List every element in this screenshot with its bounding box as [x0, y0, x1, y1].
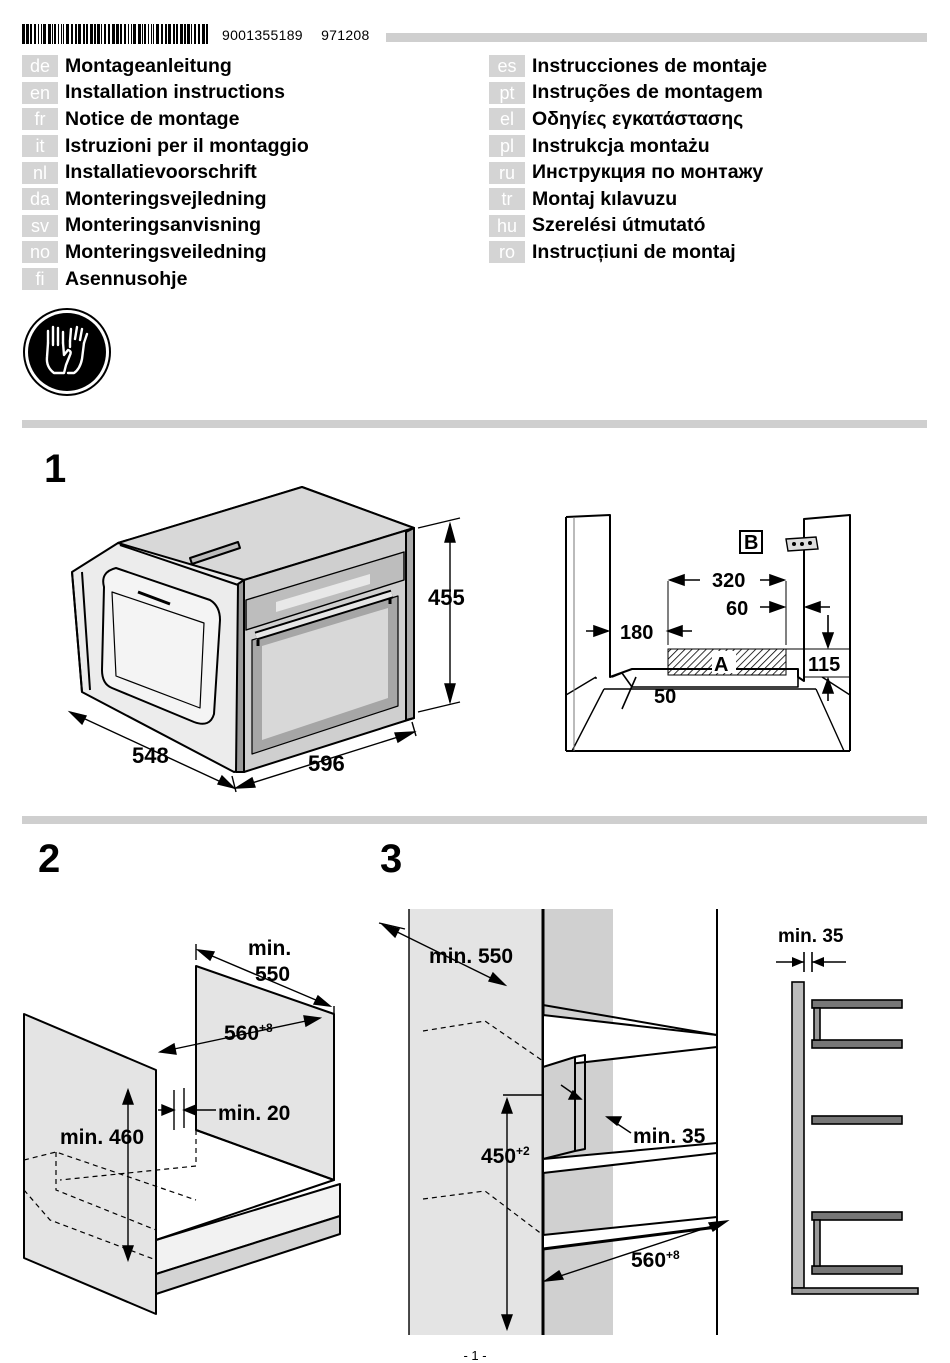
dim-50-label: 50	[654, 686, 676, 708]
language-row: sv Monteringsanvisning	[22, 213, 309, 240]
header-bar	[386, 33, 927, 42]
oven-dimensions-diagram: 455 548 596	[67, 486, 465, 793]
language-code: ro	[489, 241, 525, 264]
language-list-left: de Montageanleitung en Installation instru…	[22, 53, 309, 292]
step-number: 1	[44, 447, 67, 491]
language-row: el Οδηγίες εγκατάστασης	[489, 106, 767, 133]
language-title: Montaj kılavuzu	[532, 187, 678, 210]
language-title: Installation instructions	[65, 81, 285, 104]
language-row: pl Instrukcja montażu	[489, 133, 767, 160]
language-code: en	[22, 81, 58, 104]
dim-60-label: 60	[726, 598, 748, 620]
language-row: de Montageanleitung	[22, 53, 309, 80]
language-title: Instrucciones de montaje	[532, 54, 768, 77]
min-550-line2: 550	[255, 963, 290, 986]
width-560-label: 560+8	[631, 1248, 680, 1272]
base-cabinet-diagram: min. 550 560+8 min. 20 min. 460	[23, 937, 341, 1315]
language-row: es Instrucciones de montaje	[489, 53, 767, 80]
language-title: Asennusohje	[65, 267, 188, 290]
language-row: ru Инструкция по монтажу	[489, 159, 767, 186]
language-row: tr Montaj kılavuzu	[489, 186, 767, 213]
height-450-label: 450+2	[481, 1144, 530, 1168]
date-code: 971208	[321, 27, 370, 43]
language-code: ru	[489, 161, 525, 184]
language-code: it	[22, 135, 58, 158]
language-title: Monteringsveiledning	[65, 240, 267, 263]
section-divider	[22, 816, 927, 824]
min-35-side-label: min. 35	[778, 926, 844, 947]
language-title: Инструкция по монтажу	[532, 161, 764, 184]
language-code: nl	[22, 161, 58, 184]
language-code: de	[22, 55, 58, 78]
language-list-right: es Instrucciones de montaje pt Instruções …	[489, 53, 767, 266]
language-title: Instruções de montagem	[532, 81, 763, 104]
language-code: da	[22, 188, 58, 211]
language-row: da Monteringsvejledning	[22, 186, 309, 213]
language-title: Οδηγίες εγκατάστασης	[532, 107, 744, 130]
language-row: pt Instruções de montagem	[489, 80, 767, 107]
language-title: Istruzioni per il montaggio	[65, 134, 309, 157]
language-code: tr	[489, 188, 525, 211]
language-title: Notice de montage	[65, 107, 240, 130]
side-clearance-diagram: min. 35	[776, 926, 919, 1295]
language-code: fi	[22, 268, 58, 291]
language-code: pl	[489, 135, 525, 158]
language-code: el	[489, 108, 525, 131]
oven-depth-label: 548	[132, 743, 169, 768]
language-title: Instrucțiuni de montaj	[532, 240, 736, 263]
language-code: es	[489, 55, 525, 78]
page-number: - 1 -	[463, 1348, 487, 1363]
language-title: Monteringsvejledning	[65, 187, 267, 210]
language-row: no Monteringsveiledning	[22, 239, 309, 266]
document-number: 9001355189	[222, 27, 303, 43]
step-number: 3	[380, 837, 403, 881]
min-550-line1: min.	[248, 937, 291, 960]
dim-320-label: 320	[712, 570, 745, 592]
language-row: en Installation instructions	[22, 80, 309, 107]
language-title: Installatievoorschrift	[65, 161, 257, 184]
language-code: sv	[22, 214, 58, 237]
min-550-label: min. 550	[429, 945, 513, 968]
cavity-dimensions-diagram: A B 320 60 180 115 50	[565, 514, 851, 752]
oven-height-label: 455	[428, 585, 465, 610]
language-row: fi Asennusohje	[22, 266, 309, 293]
language-row: fr Notice de montage	[22, 106, 309, 133]
min-20-label: min. 20	[218, 1102, 290, 1125]
width-560-label: 560+8	[224, 1021, 273, 1045]
zone-a-label: A	[714, 654, 728, 676]
language-row: nl Installatievoorschrift	[22, 159, 309, 186]
language-code: pt	[489, 81, 525, 104]
language-title: Montageanleitung	[65, 54, 232, 77]
oven-width-label: 596	[308, 751, 345, 776]
barcode	[22, 24, 208, 44]
min-460-label: min. 460	[60, 1126, 144, 1149]
tall-cabinet-diagram: min. 550 450+2 min. 35 560+8	[378, 909, 730, 1335]
document-codes: 9001355189 971208	[222, 27, 384, 43]
min-35-inner-label: min. 35	[633, 1125, 706, 1148]
language-code: no	[22, 241, 58, 264]
language-code: fr	[22, 108, 58, 131]
section-divider	[22, 420, 927, 428]
language-row: ro Instrucțiuni de montaj	[489, 239, 767, 266]
language-code: hu	[489, 214, 525, 237]
bracket-b-label: B	[744, 532, 758, 554]
language-row: it Istruzioni per il montaggio	[22, 133, 309, 160]
dim-180-label: 180	[620, 622, 653, 644]
step-number: 2	[38, 837, 61, 881]
language-title: Szerelési útmutató	[532, 214, 706, 237]
language-title: Monteringsanvisning	[65, 214, 262, 237]
language-row: hu Szerelési útmutató	[489, 213, 767, 240]
language-title: Instrukcja montażu	[532, 134, 710, 157]
dim-115-label: 115	[808, 654, 840, 676]
gloves-icon	[23, 308, 111, 396]
